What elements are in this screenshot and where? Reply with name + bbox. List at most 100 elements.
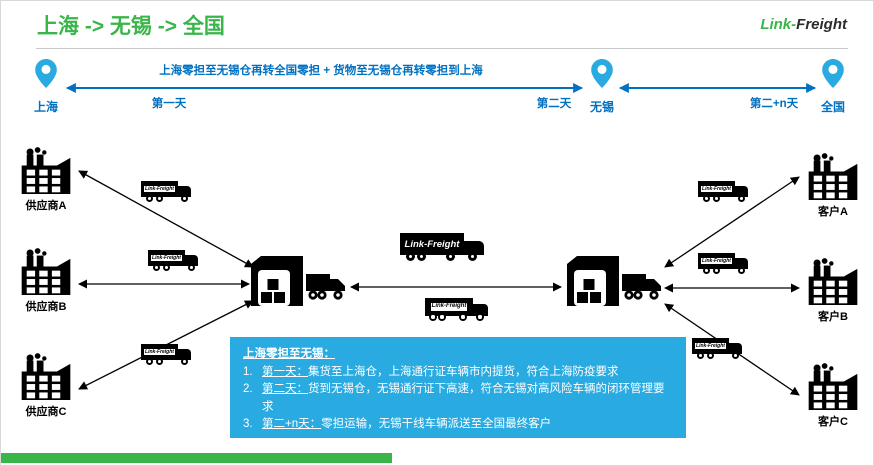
pin-wuxi-label: 无锡 [589, 100, 614, 114]
truck-wheel [181, 195, 188, 202]
truck-customer-b: Link-Freight [698, 253, 753, 277]
pin-shanghai-label: 上海 [33, 100, 58, 114]
arrow-warehouse-customer-a [664, 176, 800, 268]
info-box-title: 上海零担至无锡： [243, 348, 335, 360]
truck-trailer: Link-Freight [148, 250, 185, 266]
pin-nationwide-label: 全国 [820, 100, 845, 114]
info-item-number: 3. [243, 417, 253, 430]
info-item-1: 1. 第一天：集货至上海仓，上海通行证车辆市内提货，符合上海防疫要求 [243, 364, 673, 381]
truck-wheel [713, 267, 720, 274]
customer-b: 客户B [801, 258, 865, 324]
truck-customer-c: Link-Freight [692, 338, 747, 362]
customer-a: 客户A [801, 153, 865, 219]
truck-wheel [703, 267, 710, 274]
info-item-body: 集货至上海仓，上海通行证车辆市内提货，符合上海防疫要求 [308, 366, 619, 378]
truck-supplier-a: Link-Freight [141, 181, 196, 205]
segment-day2n-label: 第二+n天 [749, 98, 799, 110]
truck-wheel [738, 267, 745, 274]
customer-b-label: 客户B [818, 311, 848, 323]
factory-icon [807, 363, 859, 410]
info-item-2: 2. 第二天：货到无锡仓，无锡通行证下高速，符合无锡对高风险车辆的闭环管理要求 [243, 381, 673, 416]
truck-cab [735, 186, 748, 197]
truck-linehaul-outbound: Link-Freight [400, 233, 486, 263]
supplier-a-label: 供应商A [25, 200, 67, 212]
info-item-lead: 第二天： [262, 383, 308, 396]
customer-c-label: 客户C [818, 416, 848, 428]
truck-linehaul-return: Link-Freight [425, 298, 491, 324]
warehouse-icon [251, 248, 347, 306]
pin-shanghai [35, 59, 57, 88]
truck-wheel [703, 195, 710, 202]
truck-trailer: Link-Freight [400, 233, 464, 255]
truck-wheel [738, 195, 745, 202]
truck-wheel [181, 358, 188, 365]
map-pin-icon [35, 59, 57, 88]
truck-wheel [188, 264, 195, 271]
truck-brand-label: Link-Freight [695, 342, 726, 350]
supplier-c-label: 供应商C [25, 406, 67, 418]
truck-trailer: Link-Freight [141, 181, 178, 197]
truck-supplier-b: Link-Freight [148, 250, 203, 274]
truck-supplier-c: Link-Freight [141, 344, 196, 368]
factory-icon [20, 248, 72, 295]
pin-wuxi [591, 59, 613, 88]
page-title: 上海 -> 无锡 -> 全国 [37, 15, 225, 38]
truck-wheel [146, 358, 153, 365]
truck-cab [185, 255, 198, 266]
info-item-body: 货到无锡仓，无锡通行证下高速，符合无锡对高风险车辆的闭环管理要求 [262, 383, 665, 413]
truck-brand-label: Link-Freight [404, 238, 460, 250]
supplier-b-label: 供应商B [25, 301, 67, 313]
info-item-body: 零担运输，无锡干线车辆派送至全国最终客户 [321, 417, 552, 430]
truck-wheel [429, 313, 437, 321]
truck-wheel [446, 252, 455, 261]
truck-wheel [468, 252, 477, 261]
factory-icon [807, 258, 859, 305]
header-divider [36, 48, 848, 49]
truck-cab [178, 186, 191, 197]
truck-wheel [417, 252, 426, 261]
segment-day1-label: 第一天 [151, 98, 187, 110]
info-item-lead: 第一天： [262, 366, 308, 378]
factory-icon [20, 353, 72, 400]
truck-wheel [459, 313, 467, 321]
truck-trailer: Link-Freight [692, 338, 729, 354]
truck-wheel [476, 313, 484, 321]
truck-trailer: Link-Freight [141, 344, 178, 360]
truck-brand-label: Link-Freight [701, 185, 732, 193]
info-box: 上海零担至无锡： 1. 第一天：集货至上海仓，上海通行证车辆市内提货，符合上海防… [230, 337, 686, 438]
supplier-c: 供应商C [14, 353, 78, 419]
info-item-number: 1. [243, 366, 253, 378]
info-item-lead: 第二+n天： [262, 417, 322, 430]
truck-wheel [438, 313, 446, 321]
brand-logo-link: Link- [760, 16, 797, 33]
truck-wheel [406, 252, 415, 261]
customer-c: 客户C [801, 363, 865, 429]
truck-brand-label: Link-Freight [430, 303, 468, 311]
brand-logo-freight: Freight [796, 16, 847, 33]
truck-cab [178, 349, 191, 360]
truck-cab [729, 343, 742, 354]
truck-brand-label: Link-Freight [701, 257, 732, 265]
warehouse-wuxi [567, 248, 663, 311]
brand-logo: Link-Freight [760, 16, 847, 33]
info-item-text: 第二+n天：零担运输，无锡干线车辆派送至全国最终客户 [262, 416, 551, 433]
arrow-warehouse-supplier-a [78, 170, 254, 268]
truck-trailer: Link-Freight [698, 253, 735, 269]
truck-trailer: Link-Freight [425, 298, 473, 316]
map-pin-icon [591, 59, 613, 88]
info-item-text: 第二天：货到无锡仓，无锡通行证下高速，符合无锡对高风险车辆的闭环管理要求 [262, 381, 673, 416]
truck-wheel [156, 358, 163, 365]
warehouse-shanghai [251, 248, 347, 311]
info-item-text: 第一天：集货至上海仓，上海通行证车辆市内提货，符合上海防疫要求 [262, 364, 619, 381]
factory-icon [807, 153, 859, 200]
truck-cab [735, 258, 748, 269]
pin-nationwide [822, 59, 844, 88]
truck-wheel [156, 195, 163, 202]
warehouse-icon [567, 248, 663, 306]
truck-brand-label: Link-Freight [151, 254, 182, 262]
info-item-number: 2. [243, 383, 253, 396]
truck-trailer: Link-Freight [698, 181, 735, 197]
truck-wheel [732, 352, 739, 359]
truck-wheel [163, 264, 170, 271]
